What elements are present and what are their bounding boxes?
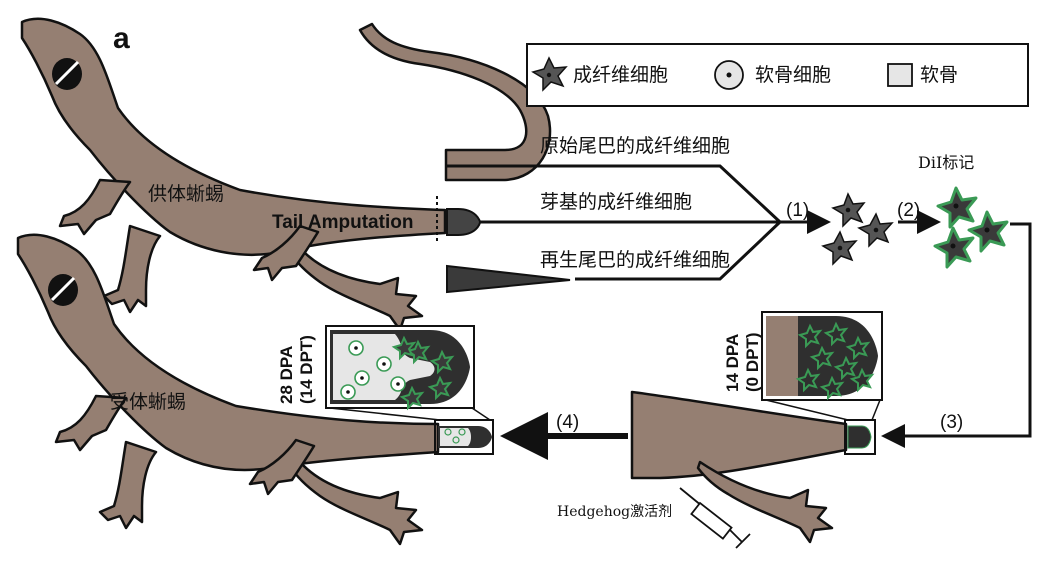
- inset-14-stump: [766, 316, 798, 396]
- step-2-label: (2): [897, 200, 920, 221]
- label-28dpa: 28 DPA (14 DPT): [277, 335, 316, 404]
- connector-line: [881, 222, 1032, 448]
- step-4-label: (4): [556, 412, 579, 433]
- legend-chondrocyte-icon: [714, 60, 744, 90]
- labeled-fibroblast-cluster: [933, 186, 1009, 269]
- converging-lines: [446, 164, 782, 281]
- zoom-lines-28: [329, 407, 491, 421]
- original-tail: [358, 22, 552, 182]
- donor-eye: [52, 58, 82, 90]
- svg-text:14 DPA: 14 DPA: [723, 334, 742, 392]
- tail-tip-box-14: [844, 419, 876, 455]
- inset-14-labeled-fibroblasts: [795, 321, 875, 401]
- donor-label: 供体蜥蜴: [148, 183, 224, 205]
- legend-cartilage-icon: [887, 63, 913, 87]
- fibroblast-nuclei: [837, 207, 879, 251]
- source-original-tail: 原始尾巴的成纤维细胞: [540, 135, 730, 157]
- regenerated-tail: [446, 264, 571, 294]
- legend-fibroblast-label: 成纤维细胞: [573, 64, 668, 86]
- inset-28-chondrocyte-nuclei: [346, 346, 400, 394]
- dil-label: DiI标记: [918, 153, 974, 172]
- source-regenerated-tail: 再生尾巴的成纤维细胞: [540, 249, 730, 271]
- syringe-icon: [679, 487, 751, 549]
- hedgehog-label: Hedgehog激活剂: [557, 503, 672, 520]
- panel-label: a: [113, 22, 130, 55]
- svg-text:28 DPA: 28 DPA: [277, 346, 296, 404]
- label-14dpa: 14 DPA (0 DPT): [723, 333, 762, 393]
- legend-box: [526, 43, 1029, 107]
- labeled-fibroblast-nuclei: [950, 203, 990, 249]
- step-3-label: (3): [940, 412, 963, 433]
- legend-cartilage-label: 软骨: [920, 64, 958, 86]
- recipient-eye: [48, 274, 78, 306]
- inset-28-labeled-fibroblasts: [391, 335, 455, 411]
- source-blastema: 芽基的成纤维细胞: [540, 191, 692, 213]
- step-1-label: (1): [786, 200, 809, 221]
- tail-amputation-label: Tail Amputation: [272, 212, 413, 233]
- recipient-tail-box: [434, 419, 494, 455]
- legend-chondrocyte-label: 软骨细胞: [755, 64, 831, 86]
- recipient-gecko: [16, 233, 440, 546]
- zoom-lines-14: [765, 399, 881, 421]
- recipient-label: 受体蜥蜴: [110, 391, 186, 413]
- svg-text:(0 DPT): (0 DPT): [743, 333, 762, 393]
- legend-fibroblast-icon: [531, 56, 568, 92]
- svg-text:(14 DPT): (14 DPT): [297, 335, 316, 404]
- donor-gecko: [20, 17, 447, 332]
- blastema-tip: [446, 208, 482, 236]
- tail-tip-14: [847, 425, 872, 449]
- inset-28-chondrocytes: [340, 340, 406, 400]
- recipient-tail-chondrocytes: [444, 428, 466, 444]
- fibroblast-cluster: [821, 192, 894, 266]
